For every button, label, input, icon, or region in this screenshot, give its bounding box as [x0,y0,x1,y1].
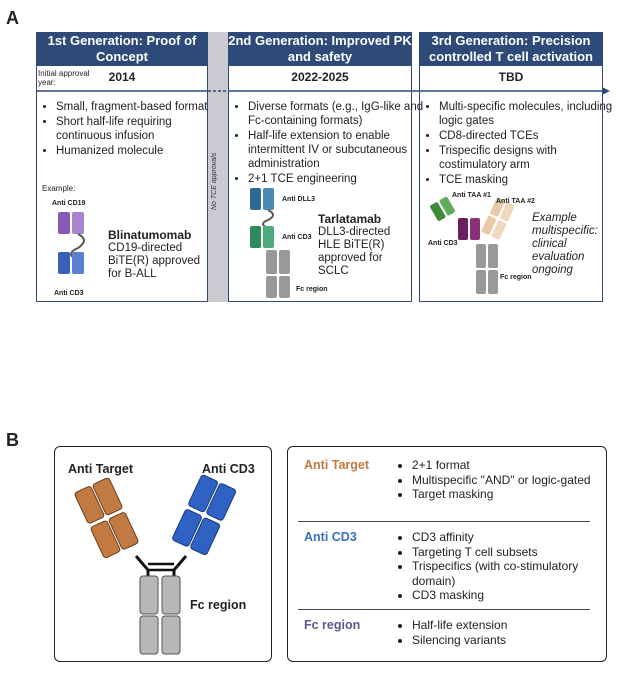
panel-a-letter: A [6,8,19,28]
col3-bullet: TCE masking [439,173,615,187]
col1-anti-cd19-label: Anti CD19 [52,200,86,207]
col3-anti-taa1-label: Anti TAA #1 [452,192,491,199]
blinatumomab-desc: CD19-directed BiTE(R) approved for B-ALL [108,242,201,280]
engineering-levers-box [287,446,607,662]
section-fc-bullets: Half-life extension Silencing variants [398,618,612,647]
col1-bullet: Short half-life requiring continuous inf… [56,115,216,143]
col3-bullets: Multi-specific molecules, including logi… [425,100,615,188]
antibody-schematic-icon [74,474,237,655]
tarlatamab-molecule-icon [250,188,290,298]
section-bullet: Trispecifics (with co-stimulatory domain… [412,559,612,588]
col3-bullet: CD8-directed TCEs [439,129,615,143]
col2-bullet: Half-life extension to enable intermitte… [248,129,424,171]
section-bullet: Half-life extension [412,618,612,633]
section-anti-cd3-label: Anti CD3 [304,530,357,544]
col2-bullet: Diverse formats (e.g., IgG-like and Fc-c… [248,100,424,128]
section-bullet: Targeting T cell subsets [412,545,612,560]
col1-bullet: Small, fragment-based format [56,100,216,114]
col2-fc-label: Fc region [296,286,328,293]
col2-bullet: 2+1 TCE engineering [248,172,424,186]
schematic-anti-cd3-label: Anti CD3 [202,462,255,476]
blinatumomab-name: Blinatumomab [108,228,192,242]
col2-bullets: Diverse formats (e.g., IgG-like and Fc-c… [234,100,424,187]
col2-title: 2nd Generation: Improved PK and safety [228,32,412,66]
tarlatamab-desc: DLL3-directed HLE BiTE(R) approved for S… [318,226,391,277]
section-divider [298,609,590,610]
schematic-fc-label: Fc region [190,598,247,612]
section-anti-target-bullets: 2+1 format Multispecific "AND" or logic-… [398,458,612,502]
schematic-anti-target-label: Anti Target [68,462,134,476]
col1-example-label: Example: [42,184,76,193]
col3-title: 3rd Generation: Precision controlled T c… [419,32,603,66]
antibody-schematic-box [54,446,272,662]
col2-year: 2022-2025 [291,70,349,84]
col1-title: 1st Generation: Proof of Concept [36,32,208,66]
timeline-arrow [36,87,610,95]
section-bullet: Silencing variants [412,633,612,648]
section-bullet: CD3 affinity [412,530,612,545]
col3-year: TBD [498,70,524,84]
section-bullet: Target masking [412,487,612,502]
section-fc-label: Fc region [304,618,361,632]
multispecific-molecule-icon [430,196,515,294]
initial-year-label: Initial approval year: [38,69,90,87]
col3-fc-label: Fc region [500,274,532,281]
col2-anti-cd3-label: Anti CD3 [282,234,312,241]
section-divider [298,521,590,522]
no-approval-text: No TCE approvals [211,153,218,210]
col1-bullet: Humanized molecule [56,144,216,158]
col3-example-text: Example multispecific: clinical evaluati… [532,212,598,276]
col1-bullets: Small, fragment-based format Short half-… [42,100,216,159]
col3-anti-cd3-label: Anti CD3 [428,240,458,247]
col1-anti-cd3-label: Anti CD3 [54,290,84,297]
section-anti-cd3-bullets: CD3 affinity Targeting T cell subsets Tr… [398,530,612,603]
tarlatamab-name: Tarlatamab [318,212,382,226]
col3-bullet: Trispecific designs with costimulatory a… [439,144,615,172]
col3-bullet: Multi-specific molecules, including logi… [439,100,615,128]
section-bullet: CD3 masking [412,588,612,603]
blinatumomab-molecule-icon [58,212,85,274]
section-anti-target-label: Anti Target [304,458,370,472]
section-bullet: 2+1 format [412,458,612,473]
no-approval-band [208,32,228,302]
col1-year: 2014 [108,70,136,84]
col3-anti-taa2-label: Anti TAA #2 [496,198,535,205]
col2-anti-dll3-label: Anti DLL3 [282,196,316,203]
section-bullet: Multispecific "AND" or logic-gated [412,473,612,488]
panel-b-letter: B [6,430,19,450]
